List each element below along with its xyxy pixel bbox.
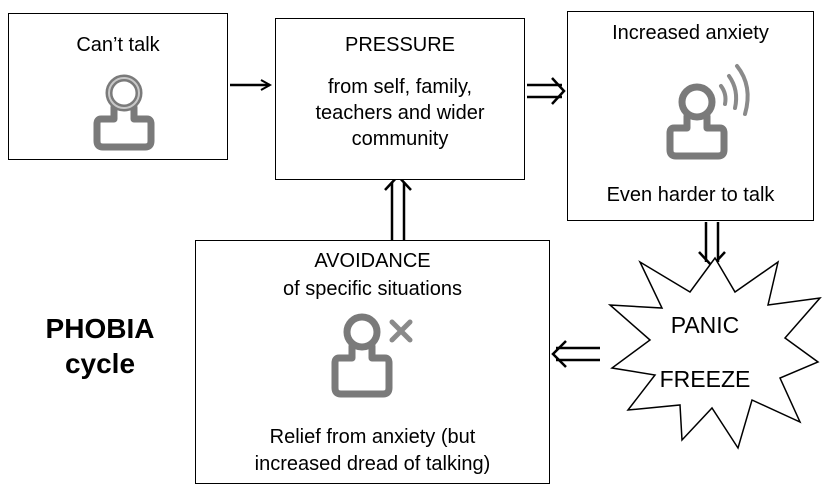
box-cant-talk xyxy=(8,13,228,160)
avoidance-heading: AVOIDANCE xyxy=(314,250,431,272)
phobia-title: PHOBIA xyxy=(45,313,155,344)
avoidance-subheading: of specific situations xyxy=(283,278,462,300)
person-icon xyxy=(93,74,155,151)
double-arrow-pressure-to-anxiety xyxy=(527,77,566,105)
cant-talk-label: Can’t talk xyxy=(76,34,160,56)
double-arrow-avoidance-to-pressure xyxy=(384,174,412,240)
pressure-line-2: teachers and wider xyxy=(315,102,485,124)
anxiety-heading: Increased anxiety xyxy=(612,22,769,44)
cycle-title: cycle xyxy=(64,348,136,379)
pressure-line-3: community xyxy=(351,128,449,150)
panic-starburst xyxy=(607,256,822,450)
person-cross-icon xyxy=(331,313,413,398)
box-avoidance xyxy=(195,240,550,484)
person-sound-waves-icon xyxy=(666,64,750,160)
pressure-heading: PRESSURE xyxy=(344,34,456,56)
panic-label: PANIC xyxy=(670,312,740,338)
double-arrow-anxiety-to-panic xyxy=(698,222,726,268)
freeze-label: FREEZE xyxy=(659,366,751,392)
double-arrow-panic-to-avoidance xyxy=(551,340,600,368)
anxiety-footer: Even harder to talk xyxy=(606,184,775,206)
box-pressure xyxy=(275,18,525,180)
pressure-line-1: from self, family, xyxy=(327,76,473,98)
avoidance-footer-1: Relief from anxiety (but xyxy=(269,426,476,448)
avoidance-footer-2: increased dread of talking) xyxy=(254,453,491,475)
